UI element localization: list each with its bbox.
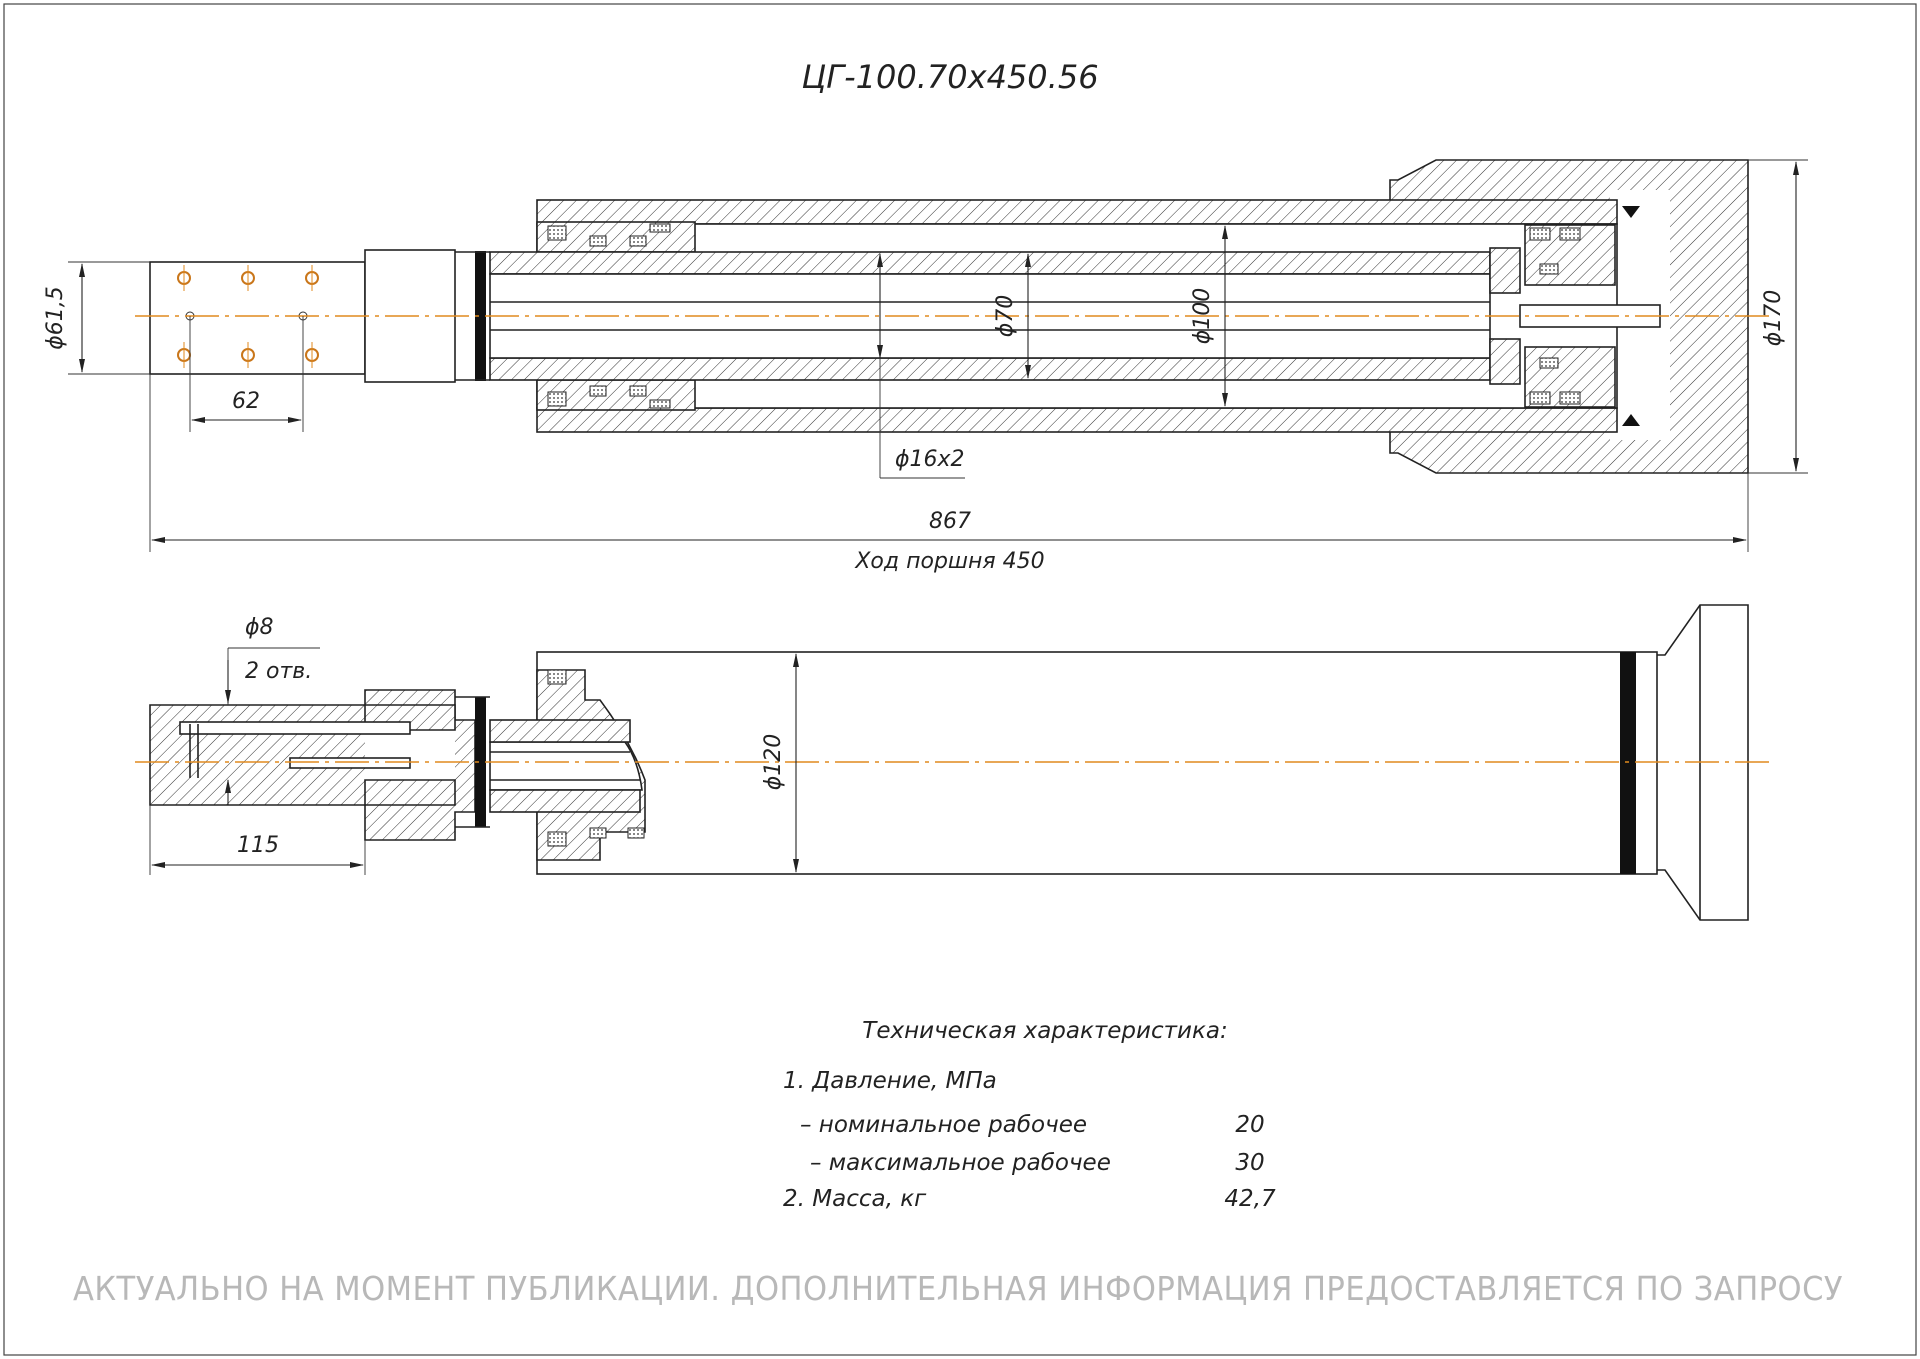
- lower-external-view: [135, 604, 1770, 921]
- lower-rod-o-ring: [475, 697, 486, 827]
- dim-overall-length: 867: [929, 509, 971, 534]
- dim-inner-tube: ϕ16х2: [895, 447, 965, 472]
- spec-nominal-value: 20: [1235, 1112, 1264, 1138]
- spec-nominal-label: – номинальное рабочее: [800, 1112, 1087, 1138]
- spec-pressure: 1. Давление, МПа: [783, 1068, 997, 1094]
- dim-hole-spacing: 62: [232, 389, 260, 414]
- lower-barrel: [536, 651, 1658, 875]
- spec-heading: Техническая характеристика:: [862, 1018, 1227, 1044]
- dim-rod-diameter: ϕ70: [993, 295, 1018, 338]
- dim-bore-diameter: ϕ100: [1190, 288, 1215, 345]
- dim-flange-diameter: ϕ170: [1761, 290, 1786, 347]
- spec-max-value: 30: [1235, 1150, 1264, 1176]
- technical-specifications: Техническая характеристика: 1. Давление,…: [783, 1018, 1276, 1212]
- rod-wall-bottom: [489, 357, 1491, 381]
- sheet-frame: [3, 3, 1917, 1356]
- upper-section-view: [135, 159, 1770, 474]
- spec-max-label: – максимальное рабочее: [810, 1150, 1111, 1176]
- dim-hole-count: 2 отв.: [245, 659, 312, 684]
- upper-dimensions: ϕ61,5 62 ϕ16х2 ϕ70 ϕ100 ϕ170 867 Ход пор…: [43, 159, 1808, 574]
- dim-rod-end-length: 115: [237, 833, 279, 858]
- spec-mass-value: 42,7: [1224, 1186, 1276, 1212]
- barrel-wall-top: [536, 199, 1618, 225]
- dim-barrel-outer-diameter: ϕ120: [761, 734, 786, 791]
- drawing-title: ЦГ-100.70х450.56: [801, 58, 1098, 96]
- dim-hole-diameter: ϕ8: [245, 615, 274, 640]
- dim-stroke-label: Ход поршня 450: [854, 549, 1044, 574]
- lower-dimensions: ϕ8 2 отв. 115 ϕ120: [149, 615, 799, 875]
- barrel-band: [1620, 652, 1636, 874]
- spec-mass: 2. Масса, кг: [783, 1186, 927, 1212]
- dim-rod-end-diameter: ϕ61,5: [43, 286, 68, 350]
- barrel-wall-bottom: [536, 407, 1618, 433]
- publication-notice: АКТУАЛЬНО НА МОМЕНТ ПУБЛИКАЦИИ. ДОПОЛНИТ…: [73, 1269, 1843, 1308]
- rod-wall-top: [489, 251, 1491, 275]
- rod-o-ring: [475, 251, 486, 381]
